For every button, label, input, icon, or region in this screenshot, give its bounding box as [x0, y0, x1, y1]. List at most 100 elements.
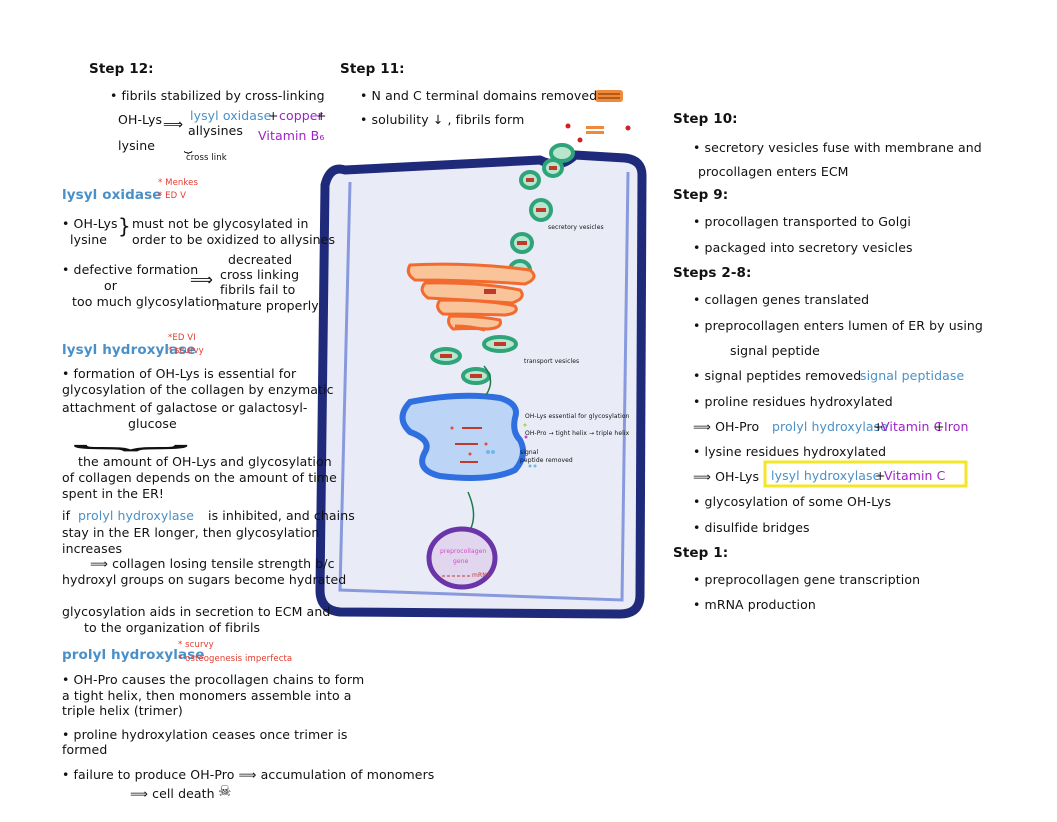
- lysyl-oxidase-heading: lysyl oxidase: [62, 187, 162, 203]
- enzyme-prolyl-hydroxylase: prolyl hydroxylase: [78, 508, 195, 523]
- text-line: the amount of OH-Lys and glycosylation: [78, 454, 332, 469]
- text-line: if: [62, 508, 71, 523]
- brace-icon: ⏟: [72, 417, 191, 450]
- step12-title: Step 12:: [89, 61, 154, 77]
- text-line: procollagen enters ECM: [698, 164, 849, 179]
- ohlys-label: OH-Lys: [118, 112, 163, 127]
- text-line: signal peptide: [730, 343, 820, 358]
- text-line: • lysine residues hydroxylated: [693, 444, 887, 459]
- text-line: to the organization of fibrils: [84, 620, 261, 635]
- text-line: a tight helix, then monomers assemble in…: [62, 688, 352, 703]
- enzyme-lysyl-oxidase: lysyl oxidase: [190, 108, 272, 123]
- text-line: • formation of OH-Lys is essential for: [62, 366, 297, 381]
- ohlys-item: • OH-Lys: [62, 216, 118, 231]
- endoplasmic-reticulum: [399, 365, 537, 481]
- cofactor-iron: Iron: [944, 419, 969, 434]
- tag-scurvy: * scurvy: [178, 640, 214, 650]
- lysyl-hydroxylase-heading: lysyl hydroxylase: [62, 342, 196, 358]
- text-line: • collagen genes translated: [693, 292, 870, 307]
- fibril-icon: [565, 90, 631, 143]
- enzyme-lysyl-hydroxylase: lysyl hydroxylase: [771, 468, 881, 483]
- text-line: ⟹ collagen losing tensile strength b/c: [90, 556, 335, 571]
- text-line: • proline residues hydroxylated: [693, 394, 893, 409]
- enzyme-signal-peptidase: signal peptidase: [860, 368, 965, 383]
- text-line: • secretory vesicles fuse with membrane …: [693, 140, 982, 155]
- text-line: attachment of galactose or galactosyl-: [62, 400, 308, 415]
- cofactor-copper: copper: [279, 108, 323, 123]
- plus-sign: +: [316, 108, 327, 123]
- text-line: hydroxyl groups on sugars become hydrate…: [62, 572, 347, 587]
- text-line: mature properly: [216, 298, 319, 313]
- text-line: • signal peptides removed: [693, 368, 862, 383]
- nucleus: [426, 491, 498, 590]
- label-secretory: secretory vesicles: [548, 224, 604, 231]
- cofactor-vitc: Vitamin C: [881, 419, 943, 434]
- allysines-label: allysines: [188, 123, 244, 138]
- plus-sign: +: [268, 108, 279, 123]
- text-line: fibrils fail to: [220, 282, 296, 297]
- brace-icon: ⏟: [184, 138, 193, 154]
- text-line: increases: [62, 541, 123, 556]
- text-line: • failure to produce OH-Pro ⟹ accumulati…: [62, 767, 435, 782]
- text-line: triple helix (trimer): [62, 703, 183, 718]
- tag-scurvy: * scurvy: [168, 346, 204, 356]
- label-signal: signal: [520, 449, 539, 456]
- text-line: stay in the ER longer, then glycosylatio…: [62, 525, 320, 540]
- crosslink-label: cross link: [186, 153, 227, 163]
- text-line: • mRNA production: [693, 597, 816, 612]
- lysine-item: lysine: [70, 232, 108, 247]
- text-line: • disulfide bridges: [693, 520, 810, 535]
- step11-bullet: • solubility ↓ , fibrils form: [360, 112, 525, 127]
- text-line: ⟹ OH-Pro: [693, 419, 760, 434]
- plus-sign: +: [875, 468, 886, 483]
- text-line: order to be oxidized to allysines: [132, 232, 336, 247]
- text-line: is inhibited, and chains: [208, 508, 355, 523]
- text-line: • defective formation: [62, 262, 199, 277]
- arrow-icon: ⟹: [190, 270, 214, 289]
- cofactor-vitb6: Vitamin B₆: [258, 128, 325, 143]
- text-line: or: [104, 278, 117, 293]
- text-line: • preprocollagen enters lumen of ER by u…: [693, 318, 983, 333]
- tag-ed5: * ED V: [158, 191, 186, 201]
- brace-icon: }: [118, 214, 131, 238]
- cofactor-vitc: Vitamin C: [884, 468, 946, 483]
- plus-sign: +: [934, 419, 945, 434]
- text-line: cross linking: [220, 267, 300, 282]
- tag-oi: * osteogenesis imperfecta: [178, 654, 293, 664]
- tag-menkes: * Menkes: [158, 178, 198, 188]
- label-signal2: peptide removed: [520, 457, 573, 464]
- golgi-apparatus: [406, 262, 536, 332]
- text-line: glycosylation aids in secretion to ECM a…: [62, 604, 331, 619]
- text-line: too much glycosylation: [72, 294, 220, 309]
- text-line: • OH-Pro causes the procollagen chains t…: [62, 672, 365, 687]
- text-line: • packaged into secretory vesicles: [693, 240, 913, 255]
- text-line: • glycosylation of some OH-Lys: [693, 494, 892, 509]
- text-line: • preprocollagen gene transcription: [693, 572, 921, 587]
- label-gene1: preprocollagen: [440, 548, 487, 555]
- text-line: must not be glycosylated in: [132, 216, 309, 231]
- label-ohpro: OH-Pro → tight helix → triple helix: [525, 430, 630, 437]
- text-line: of collagen depends on the amount of tim…: [62, 470, 337, 485]
- secretory-vesicles: [508, 143, 575, 281]
- label-gene2: gene: [453, 558, 469, 565]
- prolyl-hydroxylase-heading: prolyl hydroxylase: [62, 647, 205, 663]
- text-line: formed: [62, 742, 108, 757]
- step9-title: Step 9:: [673, 187, 729, 203]
- highlight-box: [763, 460, 968, 488]
- text-line: • proline hydroxylation ceases once trim…: [62, 727, 348, 742]
- step11-title: Step 11:: [340, 61, 405, 77]
- label-ohlys: OH-Lys essential for glycosylation: [525, 413, 630, 420]
- lysine-label: lysine: [118, 138, 156, 153]
- step10-title: Step 10:: [673, 111, 738, 127]
- step11-bullet: • N and C terminal domains removed: [360, 88, 598, 103]
- plus-sign: +: [873, 419, 884, 434]
- text-line: • procollagen transported to Golgi: [693, 214, 911, 229]
- step12-bullet: • fibrils stabilized by cross-linking: [110, 88, 325, 103]
- text-line: decreated: [228, 252, 293, 267]
- tag-ed6: *ED VI: [168, 333, 196, 343]
- label-mrna: mRNA: [472, 572, 492, 579]
- text-line: glucose: [128, 416, 177, 431]
- skull-icon: ☠: [218, 782, 232, 800]
- text-line: spent in the ER!: [62, 486, 164, 501]
